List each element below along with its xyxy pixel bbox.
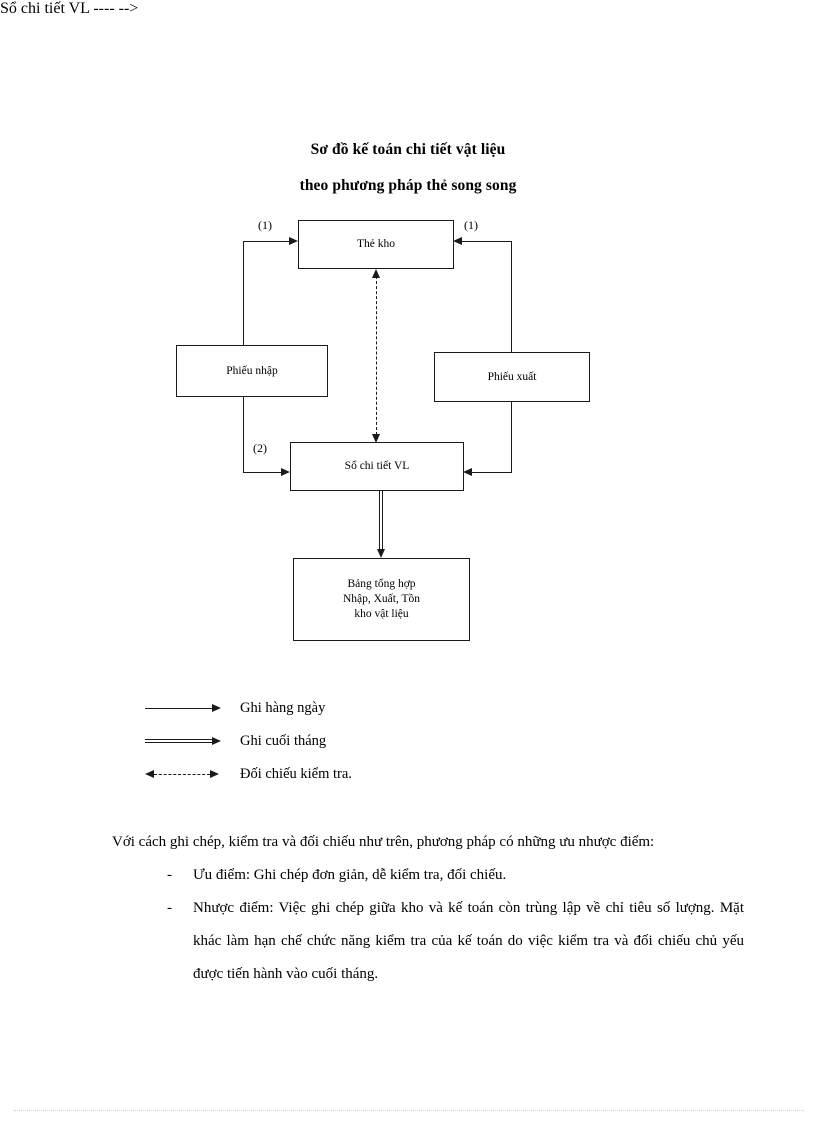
arrowhead-into-the-kho-right [453, 236, 462, 245]
arrowhead-into-so-chi-tiet-right [463, 467, 472, 476]
paragraph-intro: Với cách ghi chép, kiểm tra và đối chiếu… [112, 834, 655, 850]
bullet-text-disadvantage: Nhược điểm: Việc ghi chép giữa kho và kế… [193, 900, 744, 982]
connector-phieu-nhap-up-vertical [243, 241, 244, 346]
title-line-1: Sơ đồ kế toán chi tiết vật liệu [310, 141, 506, 158]
node-so-chi-tiet-vl-label: Sổ chi tiết VL [344, 460, 410, 472]
legend-label-reconciliation: Đối chiếu kiểm tra. [240, 766, 352, 782]
legend-label-month-end: Ghi cuối tháng [240, 733, 327, 749]
arrowhead-reconciliation-up [372, 269, 380, 278]
arrowhead-reconciliation-down [372, 434, 380, 443]
connector-phieu-xuat-down-vertical [511, 401, 512, 473]
bullet-item-advantage: - Ưu điểm: Ghi chép đơn giản, dễ kiểm tr… [72, 859, 744, 892]
node-phieu-xuat-label: Phiếu xuất [487, 370, 537, 383]
connector-phieu-xuat-up-vertical [511, 241, 512, 353]
bullet-item-disadvantage: - Nhược điểm: Việc ghi chép giữa kho và … [72, 892, 744, 991]
node-bang-tong-hop-label: Bảng tổng hợp Nhập, Xuất, Tồn kho vật li… [339, 577, 424, 622]
legend-solid-line-icon [145, 708, 213, 709]
connector-phieu-nhap-down-vertical [243, 396, 244, 473]
legend-dashed-line-icon [154, 774, 210, 775]
legend-arrowhead-right-icon [212, 703, 221, 712]
connector-phieu-xuat-to-the-kho-horizontal [462, 241, 512, 242]
connector-phieu-nhap-to-so-chi-tiet-horizontal [243, 472, 283, 473]
legend-arrowhead-left-dashed-icon [145, 769, 154, 778]
node-phieu-xuat: Phiếu xuất [434, 352, 590, 402]
step-label-left-bottom: (2) [253, 441, 267, 455]
node-bang-tong-hop-line-1: Bảng tổng hợp [347, 578, 416, 590]
node-the-kho: Thẻ kho [298, 220, 454, 269]
diagram-legend: Ghi hàng ngày Ghi cuối tháng Đối chiếu k… [0, 690, 816, 820]
arrowhead-into-so-chi-tiet-left [281, 467, 290, 476]
step-label-right-top: (1) [464, 218, 478, 232]
page-title: Sơ đồ kế toán chi tiết vật liệu theo phư… [0, 132, 816, 204]
legend-item-reconciliation: Đối chiếu kiểm tra. [0, 764, 816, 788]
bullet-dash-advantage: - [167, 867, 172, 883]
body-text: Với cách ghi chép, kiểm tra và đối chiếu… [72, 826, 744, 991]
node-so-chi-tiet-vl: Sổ chi tiết VL [290, 442, 464, 491]
node-phieu-nhap: Phiếu nhập [176, 345, 328, 397]
footer-divider [14, 1110, 804, 1111]
arrowhead-into-bang-tong-hop [377, 549, 385, 558]
legend-item-daily: Ghi hàng ngày [0, 698, 816, 722]
node-bang-tong-hop: Bảng tổng hợp Nhập, Xuất, Tồn kho vật li… [293, 558, 470, 641]
arrowhead-into-the-kho-left [289, 236, 298, 245]
node-the-kho-label: Thẻ kho [356, 238, 395, 250]
legend-label-daily: Ghi hàng ngày [240, 700, 326, 716]
bullet-text-advantage: Ưu điểm: Ghi chép đơn giản, dễ kiểm tra,… [193, 867, 507, 883]
bullet-dash-disadvantage: - [167, 900, 172, 916]
title-line-2: theo phương pháp thẻ song song [299, 177, 517, 194]
legend-item-month-end: Ghi cuối tháng [0, 731, 816, 755]
legend-double-line-icon [145, 739, 213, 743]
node-phieu-nhap-label: Phiếu nhập [226, 364, 278, 377]
legend-arrowhead-right-dashed-icon [210, 769, 219, 778]
node-bang-tong-hop-line-2: Nhập, Xuất, Tồn [342, 593, 421, 605]
connector-reconciliation-dashed [376, 276, 377, 435]
accounting-flow-diagram: (1) (2) (1) Sổ chi tiết VL ---- --> Thẻ … [0, 0, 590, 641]
legend-arrowhead-right-double-icon [212, 736, 221, 745]
step-label-left-top: (1) [258, 218, 272, 232]
connector-phieu-xuat-to-so-chi-tiet-horizontal [472, 472, 512, 473]
connector-phieu-nhap-to-the-kho-horizontal [243, 241, 291, 242]
connector-month-end-double-line [379, 491, 383, 551]
node-bang-tong-hop-line-3: kho vật liệu [354, 608, 409, 620]
